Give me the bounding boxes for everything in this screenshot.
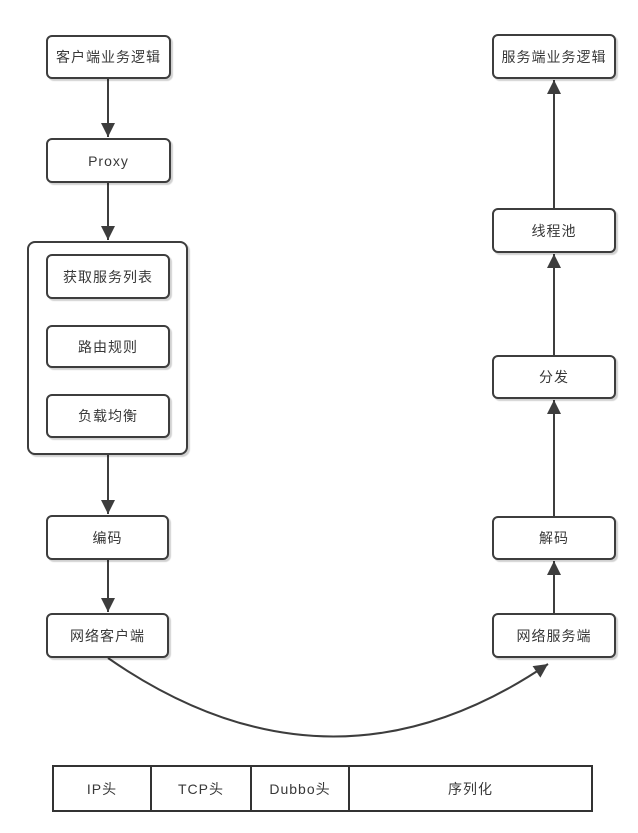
node-decode: 解码 <box>492 516 616 560</box>
node-load-balancing: 负载均衡 <box>46 394 170 438</box>
node-thread-pool: 线程池 <box>492 208 616 253</box>
node-client-business-logic: 客户端业务逻辑 <box>46 35 171 79</box>
node-load-balancing-label: 负载均衡 <box>78 408 138 424</box>
node-encode: 编码 <box>46 515 169 560</box>
node-server-business-logic-label: 服务端业务逻辑 <box>501 48 607 65</box>
node-proxy-label: Proxy <box>88 152 129 169</box>
node-network-client-label: 网络客户端 <box>70 627 145 644</box>
node-route-rules-label: 路由规则 <box>78 338 138 355</box>
node-thread-pool-label: 线程池 <box>531 222 577 239</box>
packet-cell-tcp-header: TCP头 <box>150 767 250 810</box>
arrow-network-client-to-network-server-curve <box>107 657 549 738</box>
packet-table: IP头 TCP头 Dubbo头 序列化 <box>52 765 593 812</box>
node-server-business-logic: 服务端业务逻辑 <box>492 34 616 79</box>
node-client-business-logic-label: 客户端业务逻辑 <box>56 49 161 65</box>
node-network-server-label: 网络服务端 <box>516 627 592 644</box>
packet-cell-ip-header: IP头 <box>86 780 118 797</box>
node-fetch-service-list-label: 获取服务列表 <box>63 268 153 285</box>
node-dispatch-label: 分发 <box>539 369 569 385</box>
node-network-client: 网络客户端 <box>46 613 169 658</box>
node-decode-label: 解码 <box>539 530 569 546</box>
node-route-rules: 路由规则 <box>46 325 170 368</box>
packet-cell-dubbo-header: Dubbo头 <box>250 767 348 810</box>
node-dispatch: 分发 <box>492 355 616 399</box>
node-encode-label: 编码 <box>92 529 123 546</box>
node-proxy: Proxy <box>46 138 171 183</box>
packet-cell-serialization: 序列化 <box>348 767 591 810</box>
node-network-server: 网络服务端 <box>492 613 616 658</box>
node-fetch-service-list: 获取服务列表 <box>46 254 170 299</box>
